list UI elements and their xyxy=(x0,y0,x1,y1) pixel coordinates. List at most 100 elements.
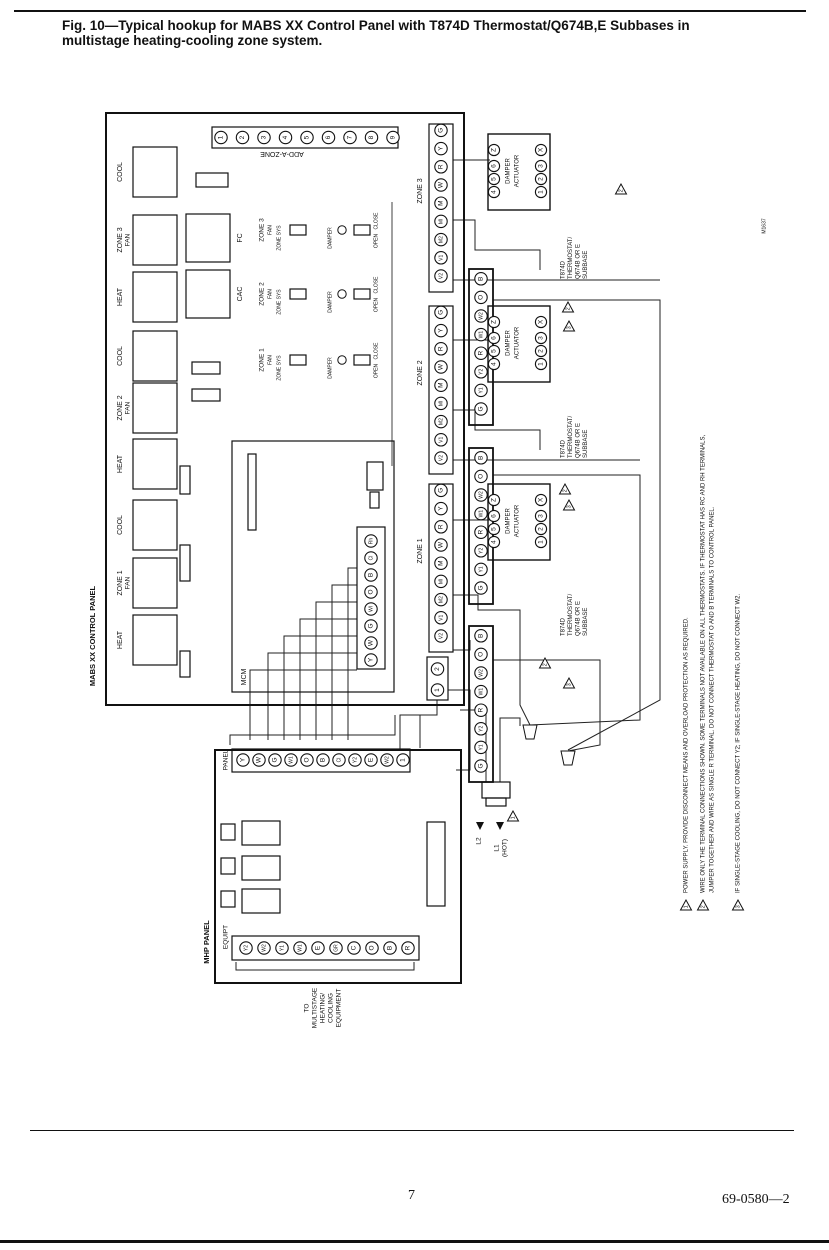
zone-terminal xyxy=(434,141,448,156)
mcm-chip-tiny xyxy=(369,491,380,509)
damper-actuator-box xyxy=(487,305,551,383)
thermostat-terminal-label: R xyxy=(478,530,485,535)
zone-terminal-label: V1 xyxy=(438,437,444,443)
status-lamp xyxy=(179,650,191,678)
damper-terminal xyxy=(487,344,501,358)
thermostat-terminal xyxy=(474,703,488,717)
damper-switch xyxy=(353,224,371,236)
damper-terminal xyxy=(487,143,501,157)
mhp-equipt-terminal-label: R xyxy=(405,945,412,950)
thermostat-terminal xyxy=(474,383,488,398)
zone-terminal-label: G xyxy=(438,488,445,493)
wire xyxy=(493,299,661,751)
mcm-terminal xyxy=(364,585,378,599)
damper-terminal-label: 6 xyxy=(491,164,498,168)
mhp-relay-small xyxy=(220,823,236,841)
zone-terminal-label: Y xyxy=(438,146,445,151)
damper-terminal-label: 5 xyxy=(491,527,498,531)
damper-terminal-label: 4 xyxy=(491,540,498,544)
zone-terminal xyxy=(434,501,448,516)
thermostat-label: T874D xyxy=(561,260,567,279)
page-number: 7 xyxy=(408,1188,415,1203)
zone-switch-title: ZONE 1 xyxy=(259,348,266,372)
thermostat-terminal xyxy=(474,684,488,699)
add-a-zone-terminal xyxy=(257,130,271,145)
add-a-zone-terminal xyxy=(386,130,400,145)
note-marker-3-num: 3 xyxy=(566,505,572,508)
control-panel-title: MABS XX CONTROL PANEL xyxy=(88,586,97,687)
note-text: JUMPER TOGETHER AND WIRE AS SINGLE R TER… xyxy=(710,506,716,893)
damper-actuator-box xyxy=(487,483,551,561)
wire-junction xyxy=(560,750,576,766)
zone-terminal xyxy=(434,160,448,174)
thermostat-terminal-label: R xyxy=(478,351,485,356)
damper-terminal xyxy=(534,143,548,157)
damper-terminal-label: 2 xyxy=(538,349,545,353)
zone-label: ZONE 3 xyxy=(417,178,424,203)
thermostat-terminal xyxy=(474,581,488,595)
wire xyxy=(331,584,357,740)
zone-switch-title: ZONE 3 xyxy=(259,218,266,242)
damper-switch xyxy=(353,354,371,366)
thermostat-terminal xyxy=(474,365,488,379)
mhp-relay xyxy=(241,855,281,881)
mhp-transformer xyxy=(426,821,446,907)
damper-label-text: DAMPER xyxy=(506,507,512,533)
mhp-panel-terminal-label: O xyxy=(304,757,311,762)
zone-terminal-label: R xyxy=(438,524,445,529)
note-marker-2-num: 2 xyxy=(542,663,548,666)
zone-terminal xyxy=(434,611,448,625)
damper-terminal xyxy=(487,509,501,523)
mcm-terminal-label: B xyxy=(368,573,375,577)
mhp-equipt-label: EQUIPT xyxy=(223,925,230,949)
damper-label-text: ACTUATOR xyxy=(515,154,521,187)
damper-terminal xyxy=(487,315,501,329)
mhp-panel-title: MHP PANEL xyxy=(202,920,211,964)
zone-terminal-label: G xyxy=(438,128,445,133)
equipment-label: TO xyxy=(304,1004,311,1013)
wire xyxy=(229,715,396,745)
indicator-sublabel: FAN xyxy=(125,401,132,414)
zone-label: ZONE 1 xyxy=(417,538,424,563)
mhp-panel-terminal xyxy=(268,753,282,767)
mhp-equipt-strip xyxy=(231,935,420,961)
zone-terminal-label: MI xyxy=(438,579,444,585)
mhp-panel-terminal-label: Y2 xyxy=(352,757,358,763)
thermostat-label: THERMOSTAT/ xyxy=(568,416,574,458)
note-text: POWER SUPPLY. PROVIDE DISCONNECT MEANS A… xyxy=(684,617,690,893)
damper-terminal xyxy=(534,331,548,345)
thermostat-terminal xyxy=(474,506,488,521)
damper-terminal xyxy=(487,535,501,549)
indicator-box xyxy=(132,614,178,666)
damper-terminal xyxy=(534,509,548,523)
thermostat-terminal-label: Y1 xyxy=(478,744,484,750)
mhp-panel-label: PANEL xyxy=(223,749,230,770)
mcm-terminal xyxy=(364,602,378,616)
thermostat-terminal xyxy=(474,290,488,305)
note-marker-3 xyxy=(562,319,576,332)
add-a-zone-terminal-label: 5 xyxy=(304,135,311,139)
thermostat-terminal xyxy=(474,327,488,342)
note-marker-3 xyxy=(562,676,576,689)
zone-terminal-label: W xyxy=(438,541,445,548)
zone-terminal xyxy=(434,196,448,210)
thermostat-terminal xyxy=(474,647,488,662)
damper-terminal-label: 1 xyxy=(538,540,545,544)
damper-label-text: DAMPER xyxy=(506,329,512,355)
damper-terminal xyxy=(534,357,548,371)
zone-terminal-label: M2 xyxy=(438,236,444,243)
figure-caption: Fig. 10—Typical hookup for MABS XX Contr… xyxy=(62,18,792,48)
zone-label: ZONE 2 xyxy=(417,360,424,385)
mhp-equipt-terminal xyxy=(383,941,397,955)
mcm-terminal-label: Y xyxy=(368,657,375,662)
thermostat-terminal xyxy=(474,469,488,484)
wire xyxy=(453,594,531,726)
damper-switch xyxy=(353,288,371,300)
thermostat-terminal xyxy=(474,451,488,465)
zone-terminal-label: W xyxy=(438,181,445,188)
wire xyxy=(453,409,541,450)
zone-system-switch xyxy=(289,288,307,300)
thermostat-terminal-label: W2 xyxy=(478,669,484,677)
mcm-terminal-label: W xyxy=(368,639,375,646)
